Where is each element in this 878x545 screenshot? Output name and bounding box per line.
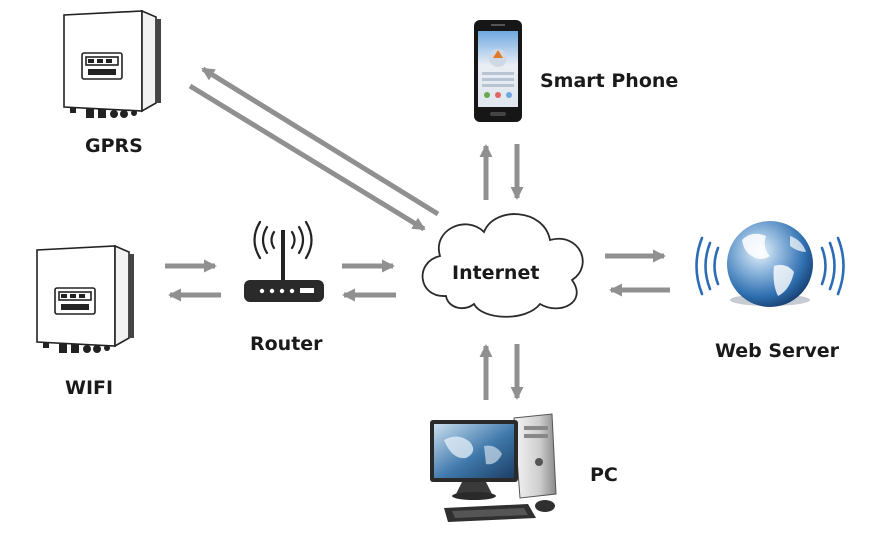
arrow-internet-to-gprs: [201, 66, 440, 217]
internet-label: Internet: [452, 262, 540, 284]
router-icon: [244, 220, 324, 302]
arrows: [165, 66, 670, 400]
inverter-icon: [36, 244, 134, 353]
gprs-label: GPRS: [85, 135, 143, 157]
desktop-computer-icon: [430, 413, 557, 522]
router-label: Router: [250, 333, 323, 355]
globe-icon: [695, 221, 845, 307]
arrow-gprs-to-internet: [188, 83, 426, 232]
pc-label: PC: [590, 464, 618, 486]
inverter-icon: [63, 9, 161, 118]
cloud-icon: [421, 213, 584, 318]
wifi-label: WIFI: [65, 377, 114, 399]
smart-phone-label: Smart Phone: [540, 70, 679, 92]
web-server-label: Web Server: [715, 340, 839, 362]
smartphone-icon: [474, 20, 522, 122]
